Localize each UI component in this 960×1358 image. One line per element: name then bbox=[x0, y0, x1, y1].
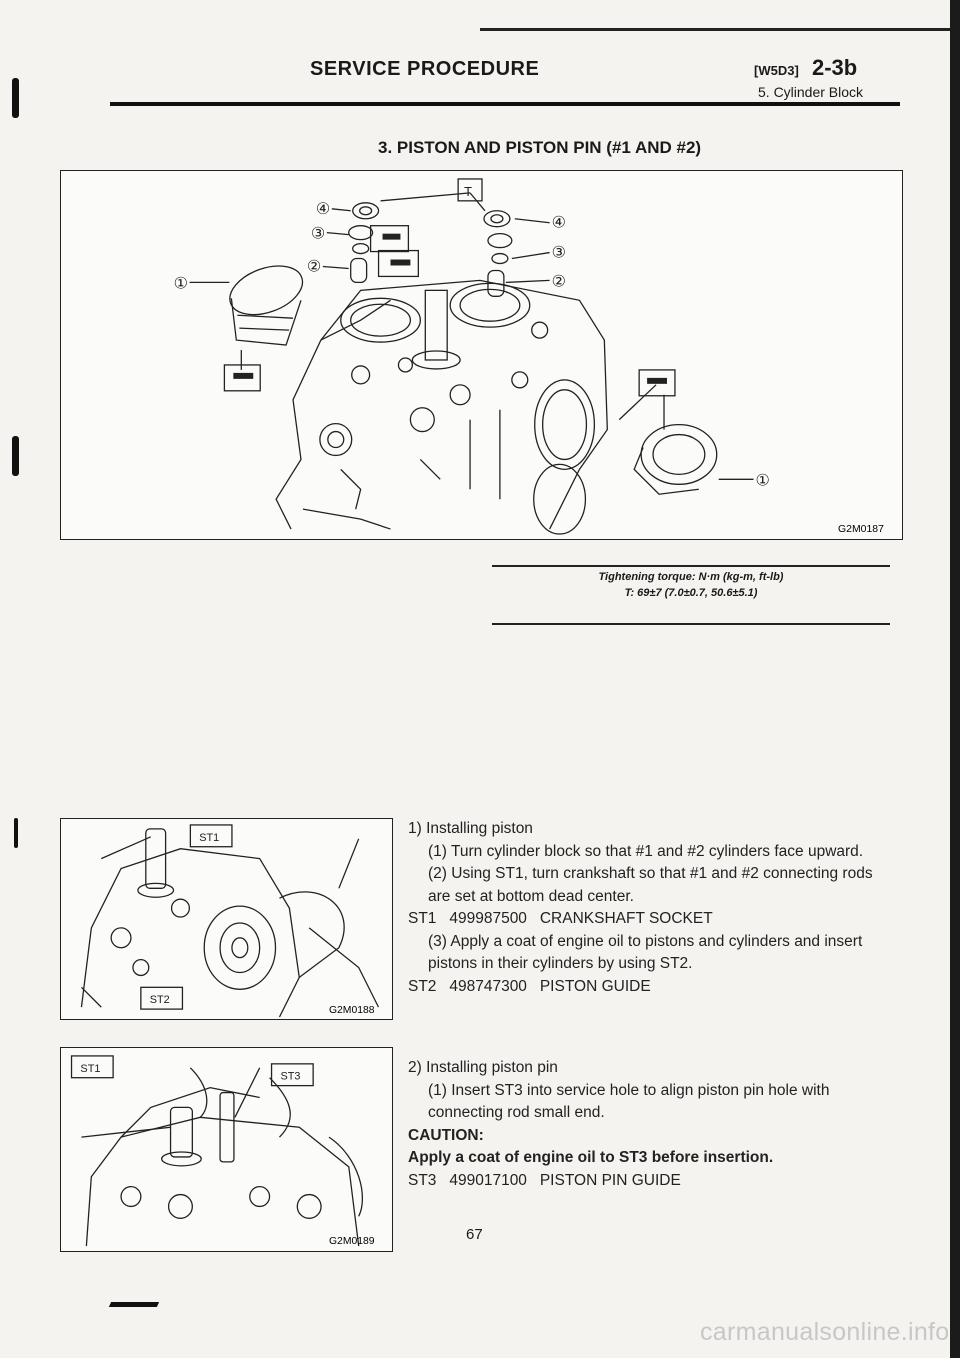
engine-block-exploded-diagram: ④ ③ ② ① ④ ③ ② ① T G2M0187 bbox=[174, 178, 884, 535]
binder-mark bbox=[14, 818, 18, 848]
binding-edge bbox=[950, 0, 960, 1358]
figure-id: G2M0187 bbox=[838, 524, 884, 535]
torque-value: T: 69±7 (7.0±0.7, 50.6±5.1) bbox=[624, 587, 758, 599]
main-illustration: ④ ③ ② ① ④ ③ ② ① T G2M0187 bbox=[60, 170, 903, 540]
step-2-block: 2) Installing piston pin (1) Insert ST3 … bbox=[408, 1057, 896, 1192]
step-1-substep-2: (2) Using ST1, turn crankshaft so that #… bbox=[428, 865, 873, 905]
tool-tag-st1: ST1 bbox=[199, 832, 219, 844]
callout-3: ③ bbox=[311, 226, 325, 243]
callout-2: ② bbox=[552, 273, 566, 290]
tool-st3-line: ST3 499017100 PISTON PIN GUIDE bbox=[408, 1171, 681, 1189]
tool-st1-line: ST1 499987500 CRANKSHAFT SOCKET bbox=[408, 910, 713, 927]
binder-mark bbox=[12, 436, 19, 476]
piston-pin-guide-illustration: ST1 ST3 G2M0189 bbox=[70, 1055, 375, 1247]
tool-tag-st1: ST1 bbox=[80, 1063, 100, 1075]
step-2-substep-1: (1) Insert ST3 into service hole to alig… bbox=[428, 1081, 830, 1122]
caution-text: Apply a coat of engine oil to ST3 before… bbox=[408, 1149, 774, 1166]
top-rule bbox=[480, 28, 950, 31]
figure-id: G2M0189 bbox=[329, 1236, 375, 1247]
section-heading: 3. PISTON AND PISTON PIN (#1 AND #2) bbox=[378, 138, 702, 157]
page-header-code: [W5D3] bbox=[754, 63, 799, 78]
callout-3: ③ bbox=[552, 245, 566, 262]
page-header-subsection: 5. Cylinder Block bbox=[758, 84, 864, 100]
binder-mark bbox=[12, 78, 19, 118]
step-1-substep-1: (1) Turn cylinder block so that #1 and #… bbox=[428, 842, 864, 860]
step-1-block: 1) Installing piston (1) Turn cylinder b… bbox=[408, 818, 896, 998]
crankshaft-socket-illustration: ST1 ST2 G2M0188 bbox=[80, 824, 380, 1018]
page-number: 67 bbox=[466, 1226, 483, 1243]
callout-torque: T bbox=[464, 184, 472, 199]
rule bbox=[492, 623, 890, 625]
figure-id: G2M0188 bbox=[329, 1005, 375, 1016]
page-header-title: SERVICE PROCEDURE bbox=[310, 58, 540, 80]
figure-piston-pin-guide: ST1 ST3 G2M0189 bbox=[60, 1047, 393, 1252]
callout-1: ① bbox=[756, 472, 770, 489]
step-2-title: 2) Installing piston pin bbox=[408, 1059, 558, 1076]
tool-tag-st2: ST2 bbox=[150, 994, 170, 1006]
torque-spec: Tightening torque: N·m (kg-m, ft-lb) T: … bbox=[492, 565, 890, 625]
torque-label: Tightening torque: N·m (kg-m, ft-lb) bbox=[598, 571, 784, 583]
watermark: carmanualsonline.info bbox=[700, 1318, 950, 1346]
step-1-title: 1) Installing piston bbox=[408, 820, 533, 837]
header-rule bbox=[110, 102, 900, 106]
tool-st2-line: ST2 498747300 PISTON GUIDE bbox=[408, 977, 651, 995]
corner-mark bbox=[108, 1302, 160, 1307]
step-1-substep-3: (3) Apply a coat of engine oil to piston… bbox=[428, 932, 863, 973]
rule bbox=[492, 565, 890, 567]
figure-crankshaft-socket: ST1 ST2 G2M0188 bbox=[60, 818, 393, 1020]
tool-tag-st3: ST3 bbox=[280, 1071, 300, 1083]
callout-4: ④ bbox=[552, 215, 566, 232]
callout-1: ① bbox=[174, 275, 188, 292]
callout-2: ② bbox=[307, 258, 321, 275]
callout-4: ④ bbox=[316, 201, 330, 218]
page-header-section: 2-3b bbox=[812, 55, 858, 80]
caution-heading: CAUTION: bbox=[408, 1126, 484, 1144]
